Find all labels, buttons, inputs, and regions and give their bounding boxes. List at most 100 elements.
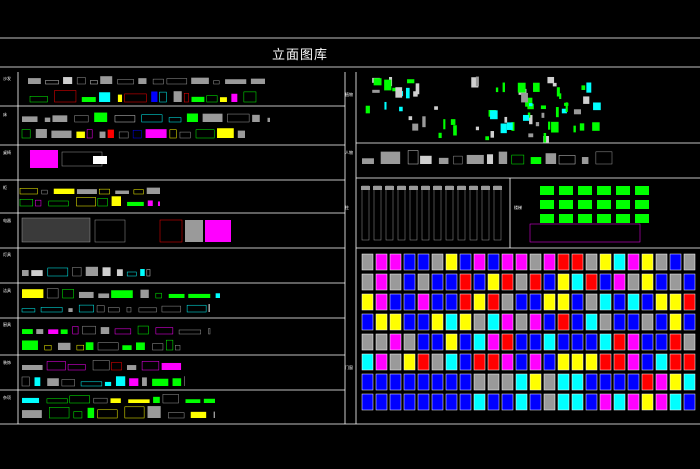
- plant-block: [511, 122, 515, 131]
- column-block: [373, 186, 382, 190]
- misc-block: [22, 410, 42, 418]
- column-block: [361, 186, 370, 190]
- door-block: [543, 273, 556, 291]
- door-block: [557, 333, 570, 351]
- door-block: [403, 313, 416, 331]
- door-block: [585, 313, 598, 331]
- decor-block: [126, 365, 137, 370]
- door-block: [473, 373, 486, 391]
- door-block: [389, 293, 402, 311]
- door-block: [487, 293, 500, 311]
- door-block: [641, 293, 654, 311]
- door-block: [627, 353, 640, 371]
- bed-block: [35, 129, 47, 138]
- cabinet-block: [19, 188, 38, 195]
- sofa-block: [183, 93, 189, 103]
- sanitary-block: [22, 289, 44, 298]
- door-block: [683, 273, 696, 291]
- cabinet-block: [76, 189, 97, 194]
- door-block: [375, 333, 388, 351]
- door-block: [389, 273, 402, 291]
- sofa-block: [225, 79, 247, 84]
- stair-panel-block: [635, 186, 649, 195]
- row-label-kitchen: 厨具: [3, 322, 11, 327]
- door-block: [459, 333, 472, 351]
- decor-block: [184, 376, 185, 386]
- column-block: [433, 186, 442, 190]
- plant-block: [450, 119, 456, 125]
- plant-block: [529, 103, 533, 107]
- door-block: [501, 313, 514, 331]
- column-block: [481, 185, 490, 241]
- plant-block: [547, 76, 555, 84]
- door-block: [515, 353, 528, 371]
- door-block: [403, 353, 416, 371]
- stair-panel-block: [578, 200, 592, 209]
- plant-block: [583, 96, 590, 104]
- door-block: [543, 393, 556, 411]
- door-block: [543, 253, 556, 271]
- column-block: [385, 185, 394, 241]
- door-block: [473, 313, 486, 331]
- plant-block: [453, 125, 457, 136]
- sanitary-block: [78, 291, 94, 298]
- plant-block: [527, 103, 534, 110]
- row-label-appliance: 电器: [3, 218, 11, 223]
- sofa-block: [28, 78, 41, 84]
- door-block: [641, 373, 654, 391]
- door-block: [431, 253, 444, 271]
- misc-block: [49, 407, 70, 419]
- door-block: [683, 293, 696, 311]
- door-block: [543, 333, 556, 351]
- plant-block: [541, 112, 545, 118]
- door-block: [655, 393, 668, 411]
- door-block: [487, 333, 500, 351]
- door-block: [459, 293, 472, 311]
- kitchen-block: [175, 345, 181, 351]
- appliance-block: [205, 220, 231, 242]
- bed-block: [74, 115, 89, 123]
- kitchen-block: [82, 325, 96, 335]
- sofa-block: [152, 78, 164, 85]
- door-block: [529, 313, 542, 331]
- door-block: [599, 333, 612, 351]
- door-block: [403, 393, 416, 411]
- plant-block: [525, 97, 533, 107]
- sanitary-block: [215, 293, 220, 298]
- bed-block: [22, 116, 38, 122]
- decor-block: [34, 377, 41, 386]
- door-block: [361, 333, 374, 351]
- sanitary-block: [188, 293, 211, 298]
- door-block: [487, 353, 500, 371]
- kitchen-block: [72, 326, 79, 335]
- column-block: [469, 185, 478, 241]
- door-block: [529, 333, 542, 351]
- lamp-block: [146, 269, 151, 277]
- misc-block: [153, 396, 160, 403]
- door-block: [683, 313, 696, 331]
- bed-block: [252, 114, 260, 122]
- sanitary-block: [68, 308, 73, 312]
- kitchen-block: [114, 328, 132, 335]
- sanitary-block: [40, 307, 63, 313]
- plant-block: [434, 106, 438, 110]
- door-block: [599, 253, 612, 271]
- door-block: [417, 253, 430, 271]
- door-block: [641, 353, 654, 371]
- door-block: [683, 353, 696, 371]
- plant-block: [408, 116, 413, 121]
- lamp-block: [126, 271, 137, 277]
- door-block: [669, 253, 682, 271]
- door-block: [431, 313, 444, 331]
- bed-block: [168, 117, 182, 123]
- plant-block: [422, 116, 426, 128]
- lamp-block: [140, 269, 145, 276]
- bed-block: [76, 131, 85, 138]
- door-block: [585, 293, 598, 311]
- door-block: [557, 313, 570, 331]
- cabinet-block: [98, 188, 110, 195]
- door-block: [403, 333, 416, 351]
- lamp-block: [116, 269, 123, 276]
- row-label-sofa: 沙发: [3, 76, 11, 81]
